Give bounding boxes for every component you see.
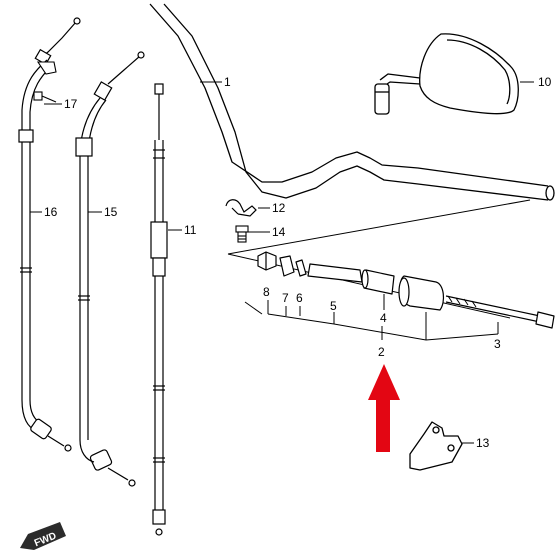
callout-5: 5 xyxy=(330,299,337,313)
callout-7: 7 xyxy=(282,291,289,305)
clip-17-part xyxy=(33,61,57,103)
fwd-badge: FWD xyxy=(20,522,66,550)
callout-16: 16 xyxy=(44,205,58,219)
callout-17: 17 xyxy=(64,97,78,111)
callout-14: 14 xyxy=(272,225,286,239)
callout-8: 8 xyxy=(263,285,270,299)
handlebar-part xyxy=(149,3,555,201)
callout-3: 3 xyxy=(494,337,501,351)
red-arrow-indicator xyxy=(368,364,400,452)
cable-clamp-12-part xyxy=(225,199,257,217)
callout-1: 1 xyxy=(224,75,231,89)
leader-lines xyxy=(30,81,534,444)
callout-6: 6 xyxy=(296,291,303,305)
red-arrow xyxy=(368,364,400,452)
cable-15-part xyxy=(75,51,145,487)
screw-14-part xyxy=(235,225,249,243)
callout-13: 13 xyxy=(476,436,490,450)
callout-labels: 1 2 3 4 5 6 7 8 10 11 12 13 14 15 16 17 xyxy=(44,75,552,450)
callout-2: 2 xyxy=(378,345,385,359)
callout-11: 11 xyxy=(184,223,197,237)
callout-10: 10 xyxy=(538,75,552,89)
cable-11-part xyxy=(150,83,168,536)
mirror-part xyxy=(374,33,519,115)
cable-16-part xyxy=(18,17,81,452)
callout-15: 15 xyxy=(104,205,118,219)
callout-4: 4 xyxy=(380,311,387,325)
fwd-arrow-icon xyxy=(20,522,66,550)
bar-end-assembly xyxy=(257,251,555,329)
callout-12: 12 xyxy=(272,201,286,215)
bracket-13-part xyxy=(409,421,463,471)
